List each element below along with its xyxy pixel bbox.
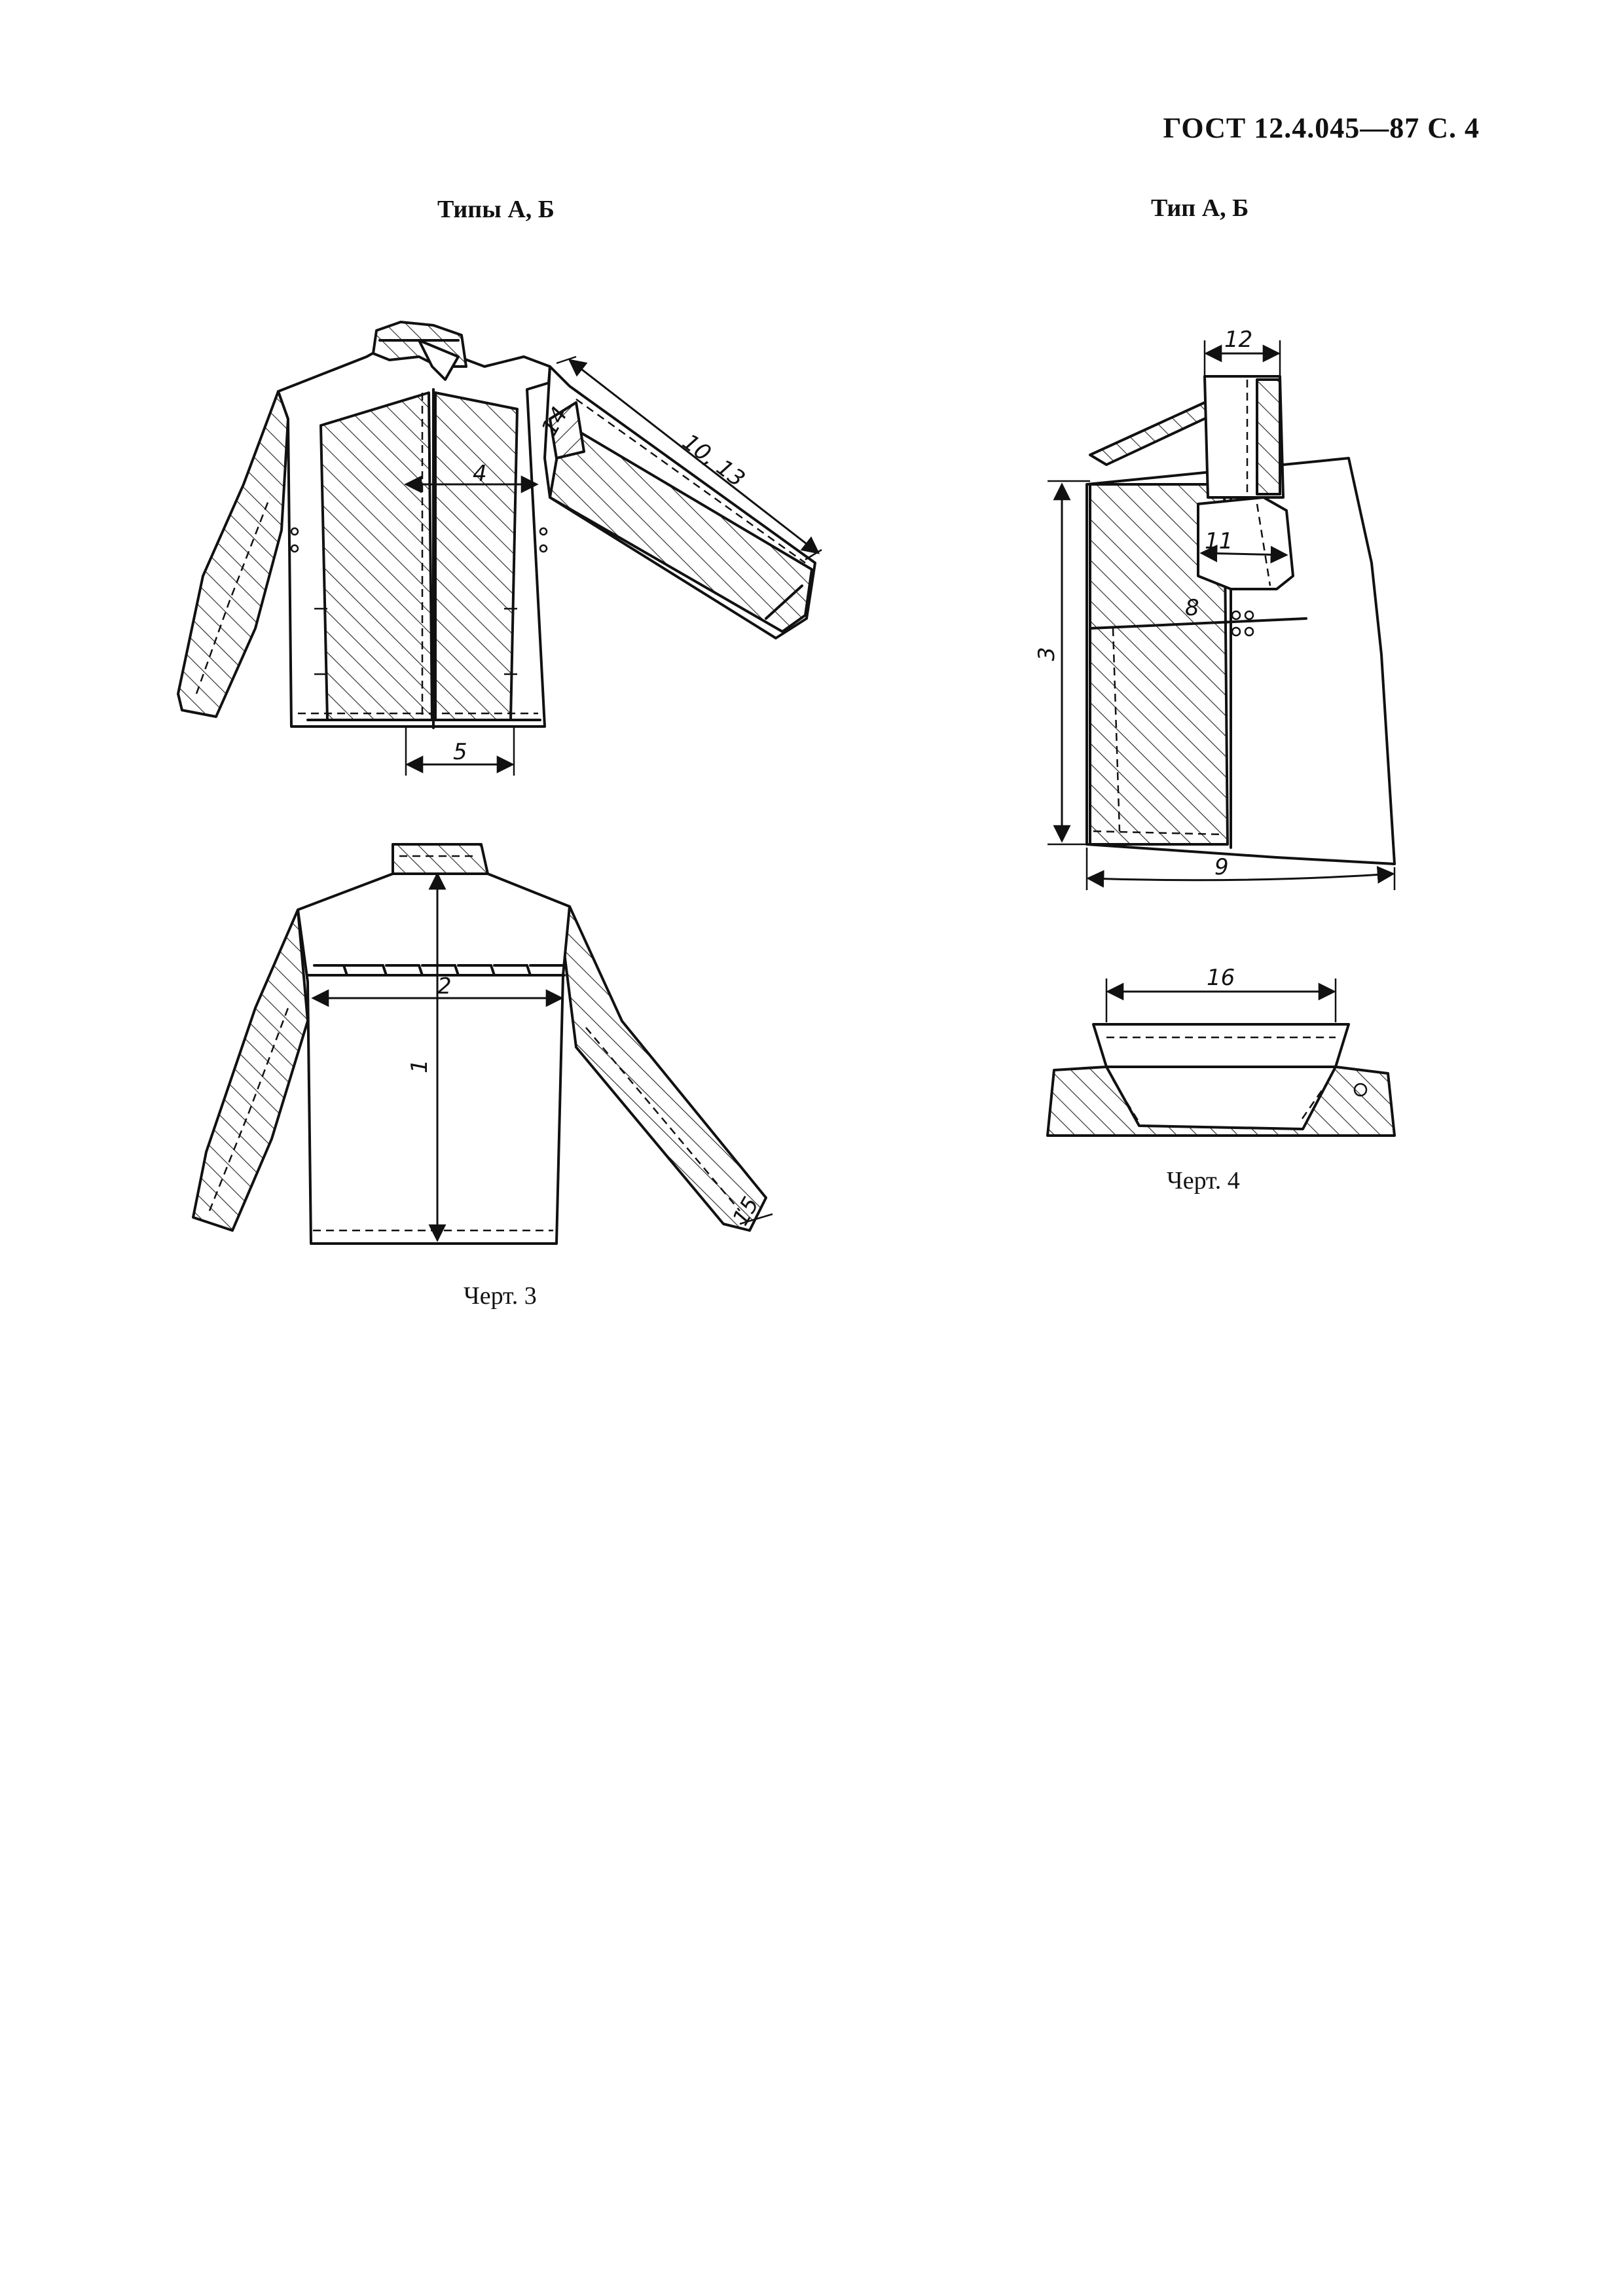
collar-stand	[1092, 1023, 1350, 1068]
figure4-title: Тип А, Б	[1151, 194, 1249, 222]
dim-12-label: 12	[1224, 327, 1252, 353]
dim-1-label: 1	[407, 1059, 433, 1073]
back-torso	[297, 872, 571, 1245]
dim-9-label: 9	[1214, 854, 1229, 880]
side-front-panel	[1089, 483, 1229, 846]
back-right-sleeve	[562, 905, 767, 1232]
side-collar-flap	[1089, 401, 1213, 466]
figure3-caption: Черт. 3	[464, 1282, 537, 1310]
front-right-panel	[434, 391, 519, 721]
dim-4-label: 4	[473, 461, 487, 487]
dim-3-label: 3	[1034, 647, 1060, 661]
back-left-sleeve	[192, 908, 309, 1232]
collar-detail	[1046, 1023, 1396, 1137]
side-cuff	[1197, 496, 1294, 590]
jacket-back-view	[192, 843, 767, 1245]
back-collar	[392, 843, 489, 875]
page-header-standard: ГОСТ 12.4.045—87 С. 4	[1163, 112, 1480, 144]
jacket-side-view	[1085, 375, 1396, 865]
figure4-caption: Черт. 4	[1167, 1167, 1240, 1194]
dim-16-label: 16	[1207, 965, 1235, 991]
figure3-title: Типы А, Б	[437, 196, 555, 223]
front-left-sleeve	[177, 390, 289, 718]
dim-11-label: 11	[1205, 528, 1233, 554]
dim-2-label: 2	[437, 973, 452, 999]
dim-5-label: 5	[453, 739, 467, 765]
front-left-panel	[319, 391, 433, 721]
jacket-front-view	[177, 321, 816, 729]
dim-8-label: 8	[1185, 595, 1199, 621]
